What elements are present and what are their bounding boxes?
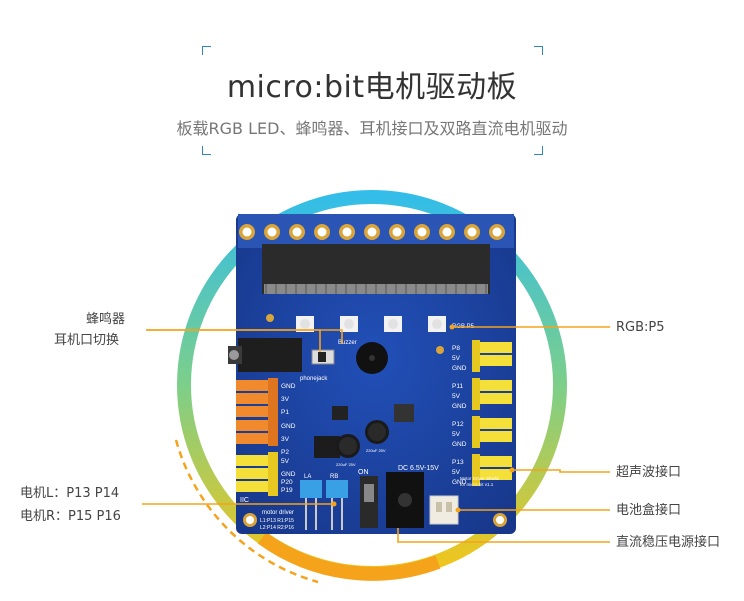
silk-iic: IIC (240, 497, 249, 504)
bracket-bottom-right (534, 146, 543, 155)
battery-connector (429, 495, 459, 525)
silk-motor-map-2: L2:P14 R2:P16 (260, 525, 294, 531)
silk-motor-a: LA (304, 474, 311, 480)
silk-left-pin-7: 5V (281, 458, 290, 465)
callout-lines (142, 326, 610, 543)
silk-on: ON (358, 469, 369, 476)
silk-right-pin-2: 5V (452, 355, 461, 362)
silk-right-pin-6: GND (452, 403, 467, 410)
rgb-leds (296, 316, 446, 332)
label-headphone-switch: 耳机口切换 (54, 333, 120, 348)
label-motor-left: 电机L：P13 P14 (20, 486, 120, 501)
bracket-top-left (202, 46, 211, 55)
label-power: 直流稳压电源接口 (616, 535, 721, 550)
page-title: micro:bit电机驱动板 (226, 70, 518, 105)
dashed-arc (174, 439, 319, 584)
label-buzzer: 蜂鸣器 (86, 312, 126, 327)
silk-left-pin-1: GND (281, 383, 296, 390)
silk-left-pin-2: 3V (281, 396, 290, 403)
silk-phonejack: phonejack (300, 376, 328, 382)
silk-right-pin-3: GND (452, 365, 467, 372)
silk-left-pin-9: P20 (281, 479, 293, 486)
silk-dc-label: DC 6.5V-15V (398, 465, 439, 472)
silk-shield-1: Motor Driver Shield (460, 476, 499, 481)
left-servo-headers (236, 378, 278, 496)
orange-arc (257, 532, 441, 581)
silk-right-pin-7: P12 (452, 421, 464, 428)
pcb-board: phonejack Buzzer RGB P5 GND 3V P1 GND 3V… (228, 214, 516, 534)
page-subtitle: 板载RGB LED、蜂鸣器、耳机接口及双路直流电机驱动 (176, 119, 568, 138)
silk-right-pin-12: GND (452, 479, 467, 486)
silk-left-pin-5: 3V (281, 436, 290, 443)
silk-right-pin-1: P8 (452, 345, 460, 352)
callout-line-switch (146, 329, 321, 352)
silk-right-pin-10: P13 (452, 459, 464, 466)
silk-right-pin-4: P11 (452, 383, 463, 390)
headphone-jack (228, 338, 302, 372)
silk-left-pin-10: P19 (281, 487, 293, 494)
silk-shield-2: for micro:bit v1.1 (460, 482, 494, 487)
silk-motor-map-1: L1:P13 R1:P15 (260, 518, 294, 524)
silk-left-pin-8: GND (281, 471, 296, 478)
regulator-chip (394, 404, 414, 422)
callout-dots (331, 324, 515, 513)
silk-right-pin-9: GND (452, 441, 467, 448)
silk-left-pin-6: P2 (281, 449, 289, 456)
silk-buzzer: Buzzer (338, 340, 357, 346)
silk-cap-1: 220uF 25V (336, 462, 356, 467)
callout-line-ultrasonic (512, 469, 610, 473)
bracket-top-right (534, 46, 543, 55)
silk-cap-2: 220uF 25V (366, 448, 386, 453)
callout-line-power (397, 528, 610, 543)
silk-right-pin-8: 5V (452, 431, 461, 438)
silk-left-pin-4: GND (281, 423, 296, 430)
silk-motor-b: RB (330, 474, 338, 480)
label-battery: 电池盒接口 (616, 503, 682, 518)
label-motor-right: 电机R：P15 P16 (20, 509, 121, 524)
label-ultrasonic: 超声波接口 (616, 465, 682, 480)
silk-left-pin-3: P1 (281, 409, 289, 416)
label-rgb: RGB:P5 (616, 320, 665, 335)
driver-chip (314, 436, 340, 458)
silk-right-pin-5: 5V (452, 393, 461, 400)
bracket-bottom-left (202, 146, 211, 155)
silk-motor-driver: motor driver (262, 510, 294, 516)
silk-right-pin-11: 5V (452, 469, 461, 476)
right-sensor-headers (472, 340, 512, 486)
